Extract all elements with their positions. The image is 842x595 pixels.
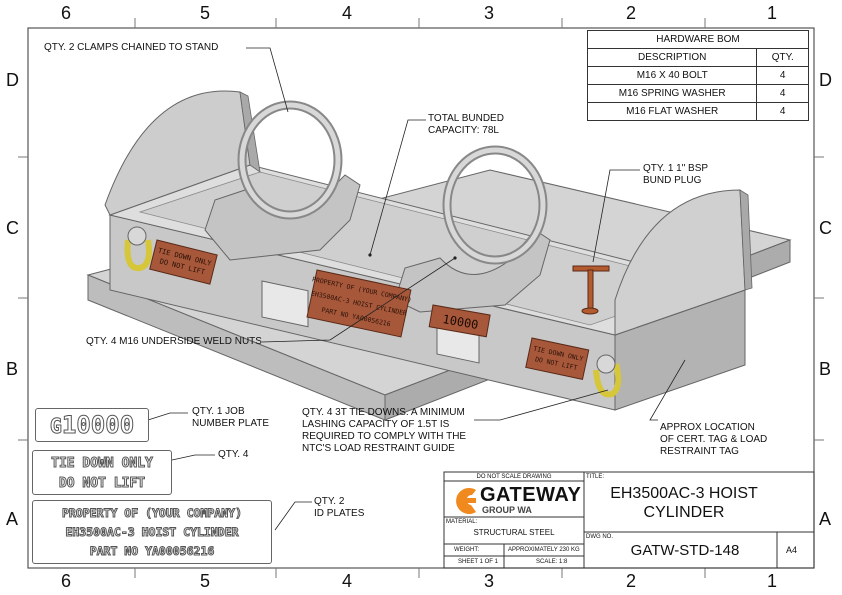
table-row: M16 X 40 BOLT 4: [586, 66, 809, 85]
tb-dwg-label: DWG NO.: [586, 534, 613, 540]
zone-row-b-right: B: [819, 359, 832, 379]
tiedown-plate-line-2: DO NOT LIFT: [58, 476, 146, 492]
zone-col-4-bottom: 4: [342, 571, 353, 591]
callout-tie-downs: QTY. 4 3T TIE DOWNS. A MINIMUM LASHING C…: [302, 407, 467, 454]
callout-job-plate: QTY. 1 JOB NUMBER PLATE: [192, 406, 270, 429]
table-row: M16 FLAT WASHER 4: [586, 102, 809, 121]
tb-title-label: TITLE:: [586, 474, 605, 480]
bom-cell-qty: 4: [756, 66, 809, 85]
model-job-label: 10000: [441, 312, 479, 332]
callout-clamps: QTY. 2 CLAMPS CHAINED TO STAND: [44, 42, 219, 53]
zone-col-3-bottom: 3: [484, 571, 495, 591]
zone-row-d-right: D: [819, 70, 832, 90]
tb-sheet: SHEET 1 OF 1: [458, 559, 498, 565]
callout-weld-nuts: QTY. 4 M16 UNDERSIDE WELD NUTS: [86, 336, 262, 347]
id-plate-line-3: PART NO YA00056216: [89, 544, 215, 559]
zone-col-4-top: 4: [342, 3, 353, 23]
hardware-bom-table: HARDWARE BOM DESCRIPTION QTY. M16 X 40 B…: [586, 30, 809, 121]
shackle-icon: [593, 354, 622, 398]
bund-plug-icon: [572, 265, 610, 315]
zone-row-c-right: C: [819, 218, 832, 238]
job-number-plate: G10000: [35, 408, 149, 442]
tb-weight: APPROXIMATELY 230 KG: [508, 547, 580, 553]
callout-tiedown-plate: QTY. 4: [218, 449, 249, 460]
bom-header-description: DESCRIPTION: [586, 48, 758, 67]
job-number-value: 10000: [61, 411, 135, 440]
bom-cell-desc: M16 FLAT WASHER: [586, 102, 758, 121]
zone-row-a-left: A: [6, 509, 19, 529]
zone-row-a-right: A: [819, 509, 832, 529]
tb-size: A4: [786, 545, 798, 555]
tb-weight-label: WEIGHT:: [454, 547, 479, 553]
id-plate-line-1: PROPERTY OF (YOUR COMPANY): [61, 506, 242, 521]
tiedown-plate-line-1: TIE DOWN ONLY: [51, 456, 154, 472]
zone-row-b-left: B: [6, 359, 19, 379]
zone-col-1-top: 1: [767, 3, 778, 23]
bom-header-qty: QTY.: [756, 48, 809, 67]
hoist-cylinder-stand-model: TIE DOWN ONLY DO NOT LIFT PROPERTY OF (Y…: [86, 90, 792, 421]
zone-col-6-top: 6: [61, 3, 72, 23]
gateway-logo-icon: [456, 488, 476, 515]
tb-brand-sub: GROUP WA: [482, 505, 532, 515]
zone-col-6-bottom: 6: [61, 571, 72, 591]
zone-row-d-left: D: [6, 70, 19, 90]
bom-cell-desc: M16 X 40 BOLT: [586, 66, 758, 85]
callout-bunded-capacity: TOTAL BUNDED CAPACITY: 78L: [428, 113, 504, 136]
callout-bund-plug: QTY. 1 1" BSP BUND PLUG: [643, 163, 709, 186]
tb-scale: SCALE: 1:8: [536, 559, 568, 565]
tb-note: DO NOT SCALE DRAWING: [476, 474, 552, 480]
zone-col-2-top: 2: [626, 3, 637, 23]
shackle-icon: [124, 226, 152, 272]
bom-cell-qty: 4: [756, 102, 809, 121]
zone-row-c-left: C: [6, 218, 19, 238]
bom-cell-desc: M16 SPRING WASHER: [586, 84, 758, 103]
tb-material-label: MATERIAL:: [446, 519, 478, 525]
tb-brand: GATEWAY: [480, 484, 582, 506]
id-plate: PROPERTY OF (YOUR COMPANY) EH3500AC-3 HO…: [32, 500, 272, 564]
bom-title: HARDWARE BOM: [587, 30, 809, 49]
tb-title: EH3500AC-3 HOIST CYLINDER: [610, 485, 758, 521]
zone-col-5-top: 5: [200, 3, 211, 23]
tb-dwg-no: GATW-STD-148: [630, 542, 740, 559]
callout-cert-tag: APPROX LOCATION OF CERT. TAG & LOAD REST…: [660, 422, 768, 457]
g-logo-icon: G: [49, 414, 62, 439]
tiedown-plate: TIE DOWN ONLY DO NOT LIFT: [32, 450, 172, 495]
zone-col-2-bottom: 2: [626, 571, 637, 591]
table-row: M16 SPRING WASHER 4: [586, 84, 809, 103]
id-plate-line-2: EH3500AC-3 HOIST CYLINDER: [65, 525, 239, 540]
bom-cell-qty: 4: [756, 84, 809, 103]
tb-material: STRUCTURAL STEEL: [473, 528, 555, 537]
callout-id-plates: QTY. 2 ID PLATES: [314, 496, 365, 519]
zone-col-3-top: 3: [484, 3, 495, 23]
zone-col-1-bottom: 1: [767, 571, 778, 591]
zone-col-5-bottom: 5: [200, 571, 211, 591]
